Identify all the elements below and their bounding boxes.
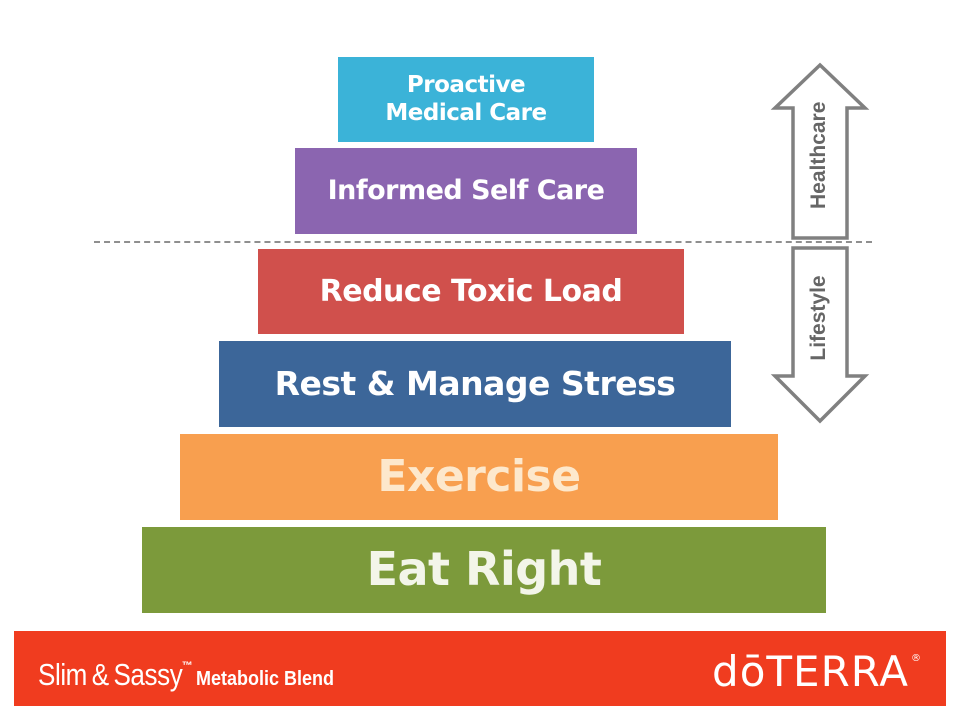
tier-exercise: Exercise (180, 434, 778, 520)
lifestyle-healthcare-divider (94, 241, 872, 243)
logo-text: dōTERRA (712, 647, 909, 696)
tier-proactive-medical-care: Proactive Medical Care (338, 57, 594, 142)
healthcare-label: Healthcare (807, 101, 830, 209)
tier-rest-manage-stress: Rest & Manage Stress (219, 341, 731, 427)
tier-reduce-toxic-load: Reduce Toxic Load (258, 249, 684, 334)
tier-label: Proactive Medical Care (385, 71, 547, 126)
brand-name: Slim & Sassy (38, 657, 183, 692)
healthcare-arrow-up (770, 62, 870, 240)
doterra-logo: dōTERRA ® (712, 647, 922, 696)
tier-label: Eat Right (366, 542, 602, 597)
tier-label: Informed Self Care (327, 174, 605, 206)
double-arrow-icon (770, 62, 870, 424)
tier-informed-self-care: Informed Self Care (295, 148, 637, 234)
registered-symbol: ® (911, 653, 922, 664)
tier-label: Exercise (377, 450, 581, 502)
tier-label: Rest & Manage Stress (274, 364, 676, 404)
product-brand: Slim & Sassy ™ Metabolic Blend (38, 657, 349, 693)
footer-banner: Slim & Sassy ™ Metabolic Blend dōTERRA ® (14, 631, 946, 706)
lifestyle-arrow-down (770, 246, 870, 424)
tier-label: Reduce Toxic Load (319, 273, 623, 309)
lifestyle-label: Lifestyle (807, 275, 830, 361)
tier-eat-right: Eat Right (142, 527, 826, 613)
trademark-symbol: ™ (181, 660, 193, 672)
brand-subtitle: Metabolic Blend (195, 668, 334, 690)
